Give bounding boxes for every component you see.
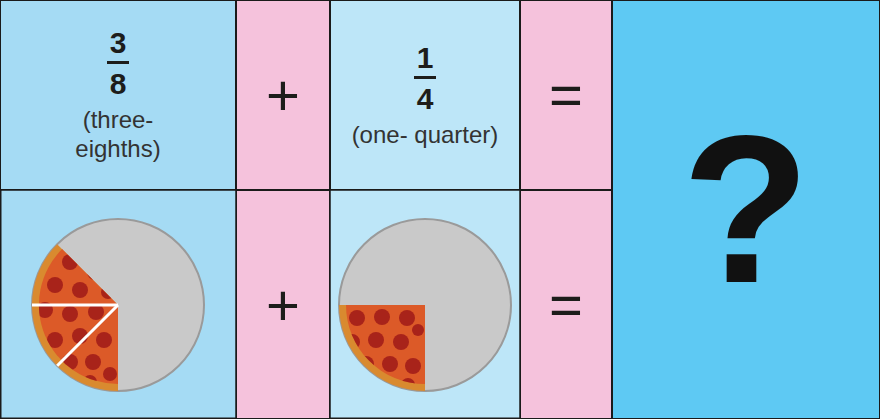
fraction-bar	[107, 61, 129, 64]
operator-cell: +	[236, 0, 330, 190]
pizza-cell	[1, 190, 236, 418]
answer-cell: ?	[612, 0, 880, 419]
plate-circle	[339, 219, 511, 391]
pizza-cell	[330, 190, 520, 418]
pepperoni	[344, 334, 360, 350]
pepperoni	[358, 356, 374, 372]
denominator: 8	[110, 67, 127, 100]
denominator: 4	[417, 82, 434, 115]
pepperoni	[412, 324, 424, 336]
pepperoni	[103, 367, 117, 381]
pepperoni	[374, 309, 390, 325]
pizza-crust	[339, 305, 425, 391]
pepperoni-group	[344, 309, 424, 392]
pepperoni	[399, 310, 415, 326]
pepperoni	[62, 254, 78, 270]
pepperoni	[62, 354, 78, 370]
pepperoni	[401, 378, 415, 392]
operator-sign: =	[549, 276, 583, 334]
pepperoni	[62, 306, 78, 322]
pepperoni	[382, 356, 398, 372]
pizza-sauce	[39, 249, 118, 384]
fraction-name: (one- quarter)	[352, 121, 499, 150]
operator-sign: +	[266, 276, 300, 334]
pepperoni	[47, 277, 63, 293]
pepperoni	[393, 334, 409, 350]
pizza-three-eighths	[32, 219, 204, 391]
numerator: 3	[110, 26, 127, 59]
question-mark: ?	[682, 105, 810, 315]
pepperoni	[405, 358, 421, 374]
pepperoni	[378, 377, 392, 391]
fraction-bar	[414, 76, 436, 79]
plate-circle	[32, 219, 204, 391]
pizza-crust	[32, 244, 118, 391]
operator-sign: =	[549, 66, 583, 124]
pepperoni	[368, 332, 384, 348]
pepperoni	[96, 332, 112, 348]
fraction-name: (three- eighths)	[43, 106, 193, 164]
fraction-cell: 3 8 (three- eighths)	[0, 0, 236, 190]
pepperoni	[83, 375, 97, 389]
slice-cut	[57, 305, 118, 366]
numerator: 1	[417, 41, 434, 74]
pepperoni	[47, 332, 63, 348]
pepperoni-group	[37, 254, 117, 389]
pepperoni	[85, 354, 101, 370]
operator-cell: =	[520, 190, 612, 419]
operator-cell: =	[520, 0, 612, 190]
fraction-cell: 1 4 (one- quarter)	[330, 0, 520, 190]
pepperoni	[87, 264, 103, 280]
operator-sign: +	[266, 66, 300, 124]
pepperoni	[72, 282, 88, 298]
pepperoni	[349, 310, 365, 326]
slice-cut	[32, 304, 118, 307]
pepperoni	[101, 285, 115, 299]
pizza-one-quarter	[339, 219, 511, 392]
operator-cell: +	[236, 190, 330, 419]
